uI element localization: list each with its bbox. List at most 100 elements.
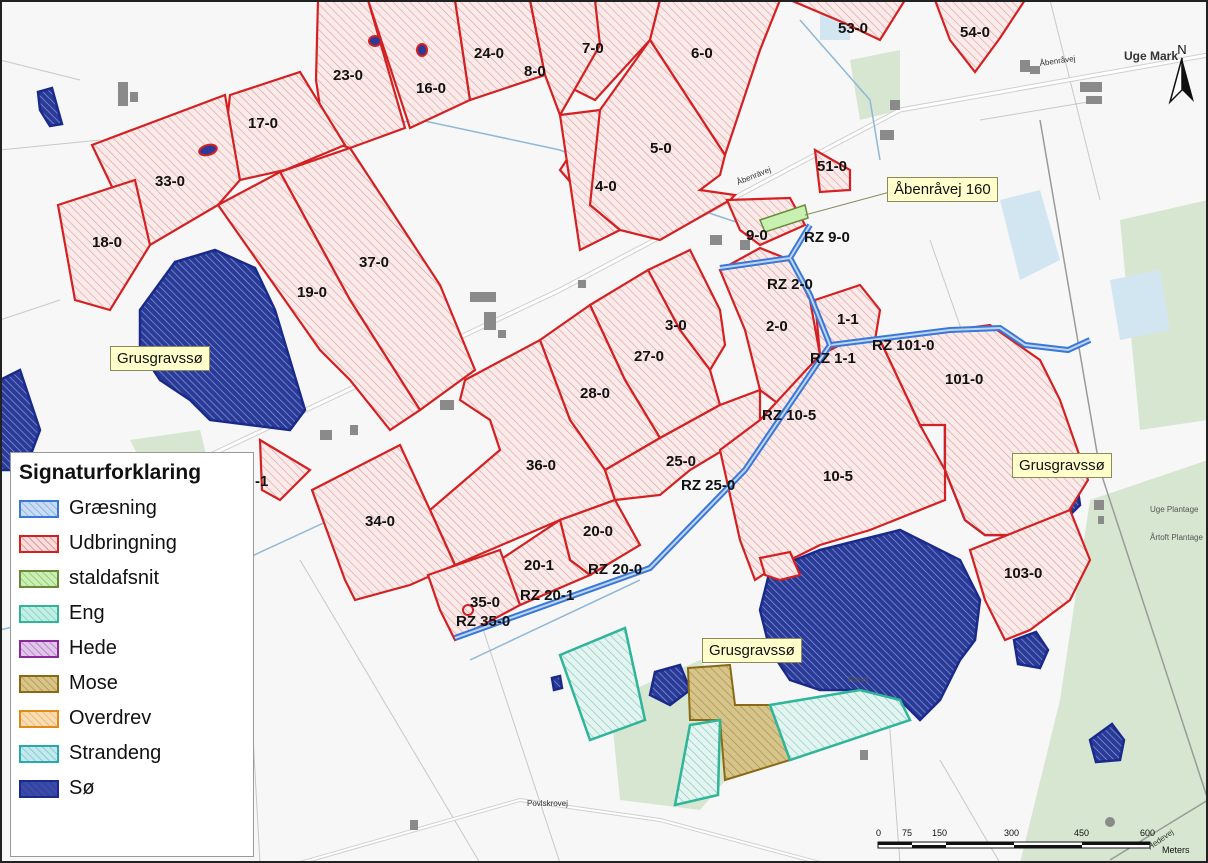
field-markers <box>198 35 474 616</box>
field-label: 24-0 <box>474 45 504 62</box>
legend-item: Græsning <box>19 491 245 526</box>
road-label: Uge Mark <box>1124 49 1178 63</box>
field-label: 54-0 <box>960 24 990 41</box>
rz-label: RZ 9-0 <box>804 229 850 246</box>
rz-label: RZ 10-5 <box>762 407 816 424</box>
legend-label: Strandeng <box>69 742 162 764</box>
legend-item: Overdrev <box>19 701 245 736</box>
field-label: 9-0 <box>746 227 768 244</box>
scale-tick: 150 <box>932 828 947 838</box>
legend-swatch-icon <box>19 604 59 623</box>
field-label: 3-0 <box>665 317 687 334</box>
scale-bar: 0 75 150 300 450 600 Meters <box>876 828 1190 855</box>
north-label: N <box>1177 42 1186 57</box>
field-label: 20-0 <box>583 523 613 540</box>
field-label: 10-5 <box>823 468 853 485</box>
field-label: 1-1 <box>837 311 859 328</box>
field-label: 27-0 <box>634 348 664 365</box>
legend-label: Eng <box>69 602 105 624</box>
rz-label: RZ 25-0 <box>681 477 735 494</box>
field-label: 53-0 <box>838 20 868 37</box>
buildings <box>118 60 1115 830</box>
scale-tick: 300 <box>1004 828 1019 838</box>
rz-label: RZ 20-0 <box>588 561 642 578</box>
scale-tick: 0 <box>876 828 881 838</box>
legend-label: Sø <box>69 777 95 799</box>
scale-unit: Meters <box>1162 845 1190 855</box>
scale-tick: 450 <box>1074 828 1089 838</box>
legend-item: staldafsnit <box>19 561 245 596</box>
field-label: 8-0 <box>524 63 546 80</box>
scale-tick: 600 <box>1140 828 1155 838</box>
callout-leader <box>804 191 891 216</box>
rz-label: RZ 20-1 <box>520 587 574 604</box>
lake-callout-south: Grusgravssø <box>702 638 802 663</box>
legend-swatch-icon <box>19 779 59 798</box>
field-label: 2-0 <box>766 318 788 335</box>
rz-label: RZ 101-0 <box>872 337 935 354</box>
field-label: 7-0 <box>582 40 604 57</box>
field-label: 19-0 <box>297 284 327 301</box>
field-label: 25-0 <box>666 453 696 470</box>
place-label: Årtoft Plantage <box>1150 533 1203 542</box>
legend-swatch-icon <box>19 639 59 658</box>
grazing-routes <box>453 223 1092 641</box>
scale-tick: 75 <box>902 828 912 838</box>
fields-udbringning <box>56 0 1092 642</box>
road-label: Povlskrovej <box>527 799 568 808</box>
legend-label: Overdrev <box>69 707 152 729</box>
field-label: 35-0 <box>470 594 500 611</box>
field-label: 4-0 <box>595 178 617 195</box>
field-label: 20-1 <box>524 557 554 574</box>
field-label: 28-0 <box>580 385 610 402</box>
lake-callout-west: Grusgravssø <box>110 346 210 371</box>
lake-callout-east: Grusgravssø <box>1012 453 1112 478</box>
field-label: 36-0 <box>526 457 556 474</box>
field-labels: 53-0 54-0 23-0 16-0 24-0 7-0 8-0 6-0 17-… <box>92 20 1042 611</box>
staldafsnit <box>758 204 809 233</box>
legend-item: Mose <box>19 666 245 701</box>
place-label: Rævs <box>848 675 869 684</box>
rz-label: RZ 35-0 <box>456 613 510 630</box>
field-label: 5-0 <box>650 140 672 157</box>
eng-areas <box>558 626 912 807</box>
rz-label: RZ 2-0 <box>767 276 813 293</box>
water-areas <box>820 10 1170 340</box>
field-label: 23-0 <box>333 67 363 84</box>
legend-swatch-icon <box>19 744 59 763</box>
field-label: 33-0 <box>155 173 185 190</box>
legend-item: Sø <box>19 771 245 806</box>
field-label: 51-0 <box>817 158 847 175</box>
north-arrow-icon: N <box>1168 42 1194 105</box>
legend-item: Udbringning <box>19 526 245 561</box>
field-label: -1 <box>255 473 268 490</box>
legend-label: Mose <box>69 672 118 694</box>
field-label: 16-0 <box>416 80 446 97</box>
legend-swatch-icon <box>19 569 59 588</box>
field-label: 101-0 <box>945 371 983 388</box>
place-label: Uge Plantage <box>1150 505 1199 514</box>
legend-swatch-icon <box>19 674 59 693</box>
field-label: 34-0 <box>365 513 395 530</box>
legend-label: Udbringning <box>69 532 177 554</box>
rz-labels: RZ 9-0 RZ 2-0 RZ 101-0 RZ 1-1 RZ 10-5 RZ… <box>456 229 935 630</box>
legend-item: Strandeng <box>19 736 245 771</box>
legend-item: Eng <box>19 596 245 631</box>
legend-swatch-icon <box>19 534 59 553</box>
field-label: 17-0 <box>248 115 278 132</box>
legend-label: Hede <box>69 637 117 659</box>
rz-label: RZ 1-1 <box>810 350 856 367</box>
field-label: 37-0 <box>359 254 389 271</box>
legend-label: Græsning <box>69 497 157 519</box>
legend-swatch-icon <box>19 709 59 728</box>
legend-label: staldafsnit <box>69 567 160 589</box>
legend-swatch-icon <box>19 499 59 518</box>
field-label: 103-0 <box>1004 565 1042 582</box>
field-label: 6-0 <box>691 45 713 62</box>
farm-callout: Åbenråvej 160 <box>887 177 998 202</box>
legend: Signaturforklaring Græsning Udbringning s… <box>10 452 254 857</box>
legend-title: Signaturforklaring <box>19 461 202 484</box>
legend-item: Hede <box>19 631 245 666</box>
